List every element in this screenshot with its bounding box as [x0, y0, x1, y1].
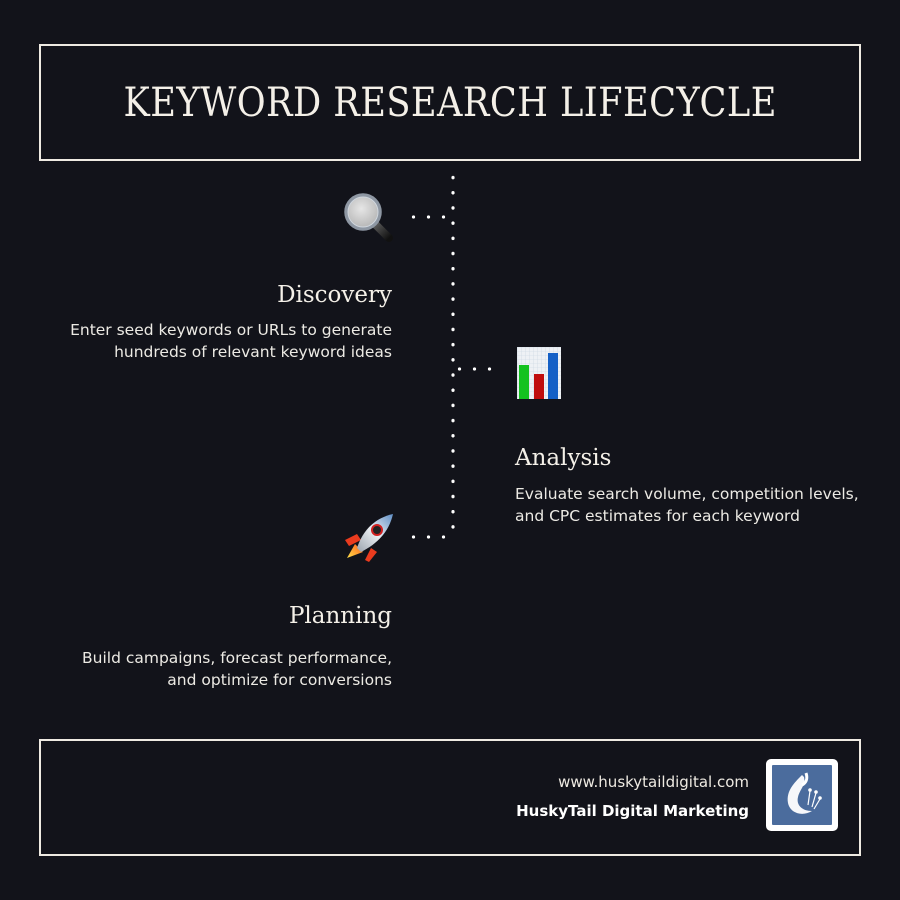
description-line: Evaluate search volume, competition leve…: [515, 485, 859, 503]
timeline-vertical-dotted-line: [451, 170, 455, 540]
step-description-discovery: Enter seed keywords or URLs to generate …: [70, 319, 392, 363]
step-description-planning: Build campaigns, forecast performance, a…: [82, 647, 392, 691]
title-box: KEYWORD RESEARCH LIFECYCLE: [39, 44, 861, 161]
company-name: HuskyTail Digital Marketing: [516, 802, 749, 820]
step-title-analysis: Analysis: [515, 445, 612, 471]
description-line: Build campaigns, forecast performance,: [82, 649, 392, 667]
huskytail-logo-icon: [766, 759, 838, 831]
description-line: Enter seed keywords or URLs to generate: [70, 321, 392, 339]
page-title: KEYWORD RESEARCH LIFECYCLE: [123, 79, 777, 126]
description-line: and CPC estimates for each keyword: [515, 507, 800, 525]
step-description-analysis: Evaluate search volume, competition leve…: [515, 483, 859, 527]
step-title-planning: Planning: [288, 603, 392, 629]
bar-chart-icon: [517, 347, 569, 399]
description-line: and optimize for conversions: [167, 671, 392, 689]
footer-box: www.huskytaildigital.com HuskyTail Digit…: [39, 739, 861, 856]
rocket-icon: [343, 510, 395, 562]
connector-analysis: [452, 367, 502, 371]
connector-planning: [406, 535, 454, 539]
step-title-discovery: Discovery: [277, 282, 392, 308]
logo-background: [772, 765, 832, 825]
website-url[interactable]: www.huskytaildigital.com: [558, 773, 749, 791]
magnifying-glass-icon: [342, 191, 394, 243]
connector-discovery: [406, 215, 454, 219]
description-line: hundreds of relevant keyword ideas: [114, 343, 392, 361]
